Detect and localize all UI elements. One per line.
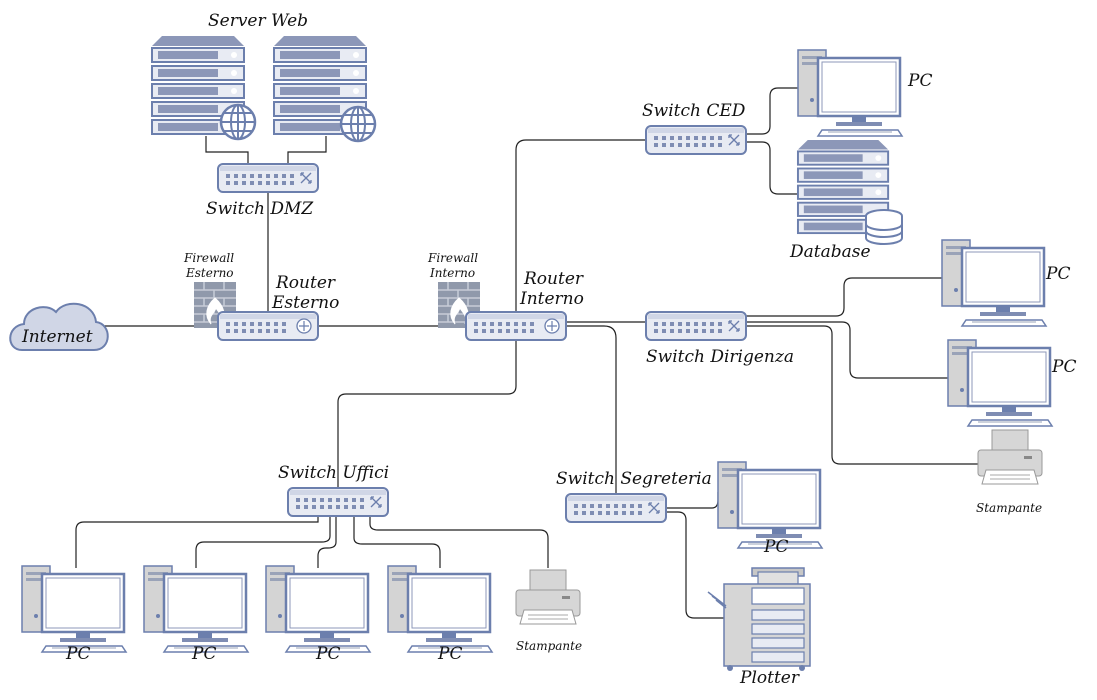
- pc-dirigenza-2-label: PC: [1051, 357, 1076, 377]
- pc-uffici-2-label: PC: [191, 644, 216, 664]
- pc-uffici-4-icon: [386, 564, 494, 654]
- switch-uffici: [287, 487, 389, 517]
- plotter-label: Plotter: [739, 668, 800, 688]
- switch-segreteria: [565, 493, 667, 523]
- router-esterno-label-2: Esterno: [271, 293, 339, 313]
- router-esterno: [217, 311, 319, 341]
- stampante-uffici-label: Stampante: [516, 639, 582, 653]
- pc-uffici-3-label: PC: [315, 644, 340, 664]
- pc-uffici-2-icon: [142, 564, 250, 654]
- printer-dirigenza-icon: [977, 429, 1043, 485]
- firewall-esterno-label-2: Esterno: [185, 266, 234, 280]
- pc-uffici-1-icon: [20, 564, 128, 654]
- router-interno-label-2: Interno: [519, 289, 584, 309]
- router-interno: [465, 311, 567, 341]
- printer-uffici-icon: [515, 569, 581, 625]
- pc-uffici-1-label: PC: [65, 644, 90, 664]
- router-interno-label-1: Router: [523, 269, 584, 289]
- router-esterno-label-1: Router: [275, 273, 336, 293]
- switch-dmz-label: Switch DMZ: [206, 199, 314, 219]
- switch-segreteria-label: Switch Segreteria: [556, 469, 712, 489]
- pc-dirigenza-1-label: PC: [1045, 264, 1070, 284]
- pc-ced-icon: [796, 48, 904, 138]
- switch-uffici-label: Switch Uffici: [278, 463, 389, 483]
- pc-segreteria-label: PC: [763, 537, 788, 557]
- stampante-dirigenza-label: Stampante: [976, 501, 1042, 515]
- server-web-label: Server Web: [208, 11, 308, 31]
- pc-dirigenza-2-icon: [946, 338, 1054, 428]
- firewall-interno-label-2: Interno: [429, 266, 475, 280]
- firewall-interno-label-1: Firewall: [427, 251, 478, 265]
- database-label: Database: [789, 242, 871, 262]
- database-server-icon: [796, 139, 903, 245]
- firewall-esterno-label-1: Firewall: [183, 251, 234, 265]
- switch-dmz: [217, 163, 319, 193]
- web-server-2: [273, 35, 377, 143]
- switch-ced: [645, 125, 747, 155]
- pc-segreteria-icon: [716, 460, 824, 550]
- switch-dirigenza-label: Switch Dirigenza: [646, 347, 794, 367]
- web-server-1: [151, 35, 257, 141]
- pc-ced-label: PC: [907, 71, 932, 91]
- plotter-icon: [707, 567, 811, 671]
- pc-dirigenza-1-icon: [940, 238, 1048, 328]
- pc-uffici-3-icon: [264, 564, 372, 654]
- connection-lines: [75, 87, 978, 619]
- pc-uffici-4-label: PC: [437, 644, 462, 664]
- switch-ced-label: Switch CED: [642, 101, 746, 121]
- internet-label: Internet: [21, 327, 93, 347]
- switch-dirigenza: [645, 311, 747, 341]
- internet-cloud-icon: [9, 302, 109, 351]
